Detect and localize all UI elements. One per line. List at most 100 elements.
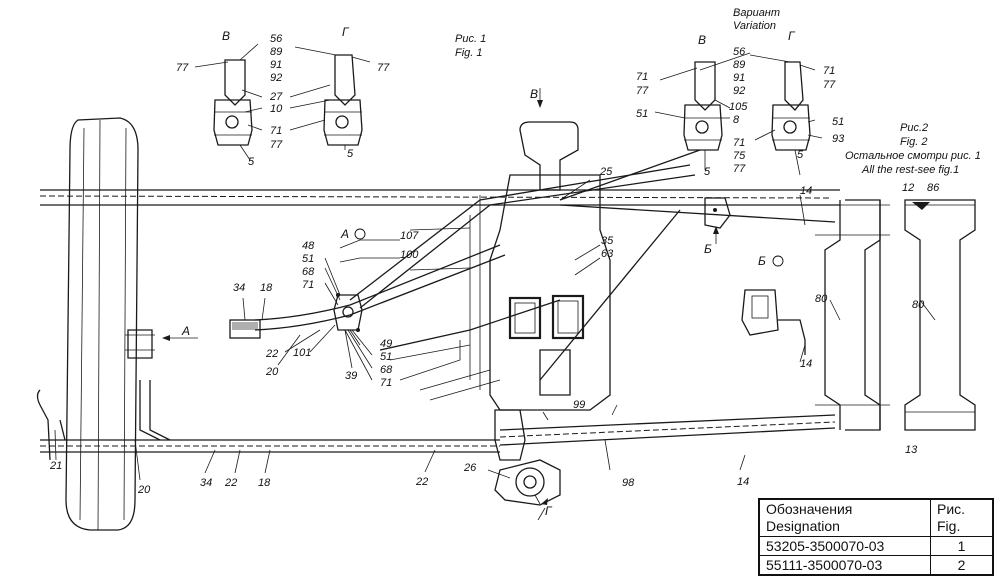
callout-93: 93 — [832, 133, 845, 145]
callout-68: 68 — [302, 266, 315, 278]
callout-34: 34 — [233, 282, 245, 294]
callout-107: 107 — [400, 230, 419, 242]
callout-20: 20 — [137, 484, 151, 496]
fig-cell: 2 — [930, 555, 993, 575]
fig2-caption-ru: Рис.2 — [900, 122, 928, 134]
callout-25: 25 — [599, 166, 613, 178]
brake-chamber-bottom — [494, 459, 561, 506]
callout-77: 77 — [636, 85, 649, 97]
callout-35: 35 — [601, 235, 614, 247]
view-b-arrow-label: Б — [704, 242, 712, 256]
callout-71: 71 — [302, 279, 314, 291]
view-arrows — [162, 88, 719, 521]
callout-77: 77 — [377, 62, 390, 74]
callout-92: 92 — [270, 72, 282, 84]
designation-cell: 55111-3500070-03 — [759, 555, 931, 575]
callout-56: 56 — [270, 33, 283, 45]
variant-caption-ru: Вариант — [733, 7, 780, 19]
cross-member-fig2 — [904, 199, 976, 431]
fig1-caption-ru: Рис. 1 — [455, 33, 486, 45]
valve-fig2 — [741, 289, 806, 355]
wheel — [65, 117, 139, 531]
fig-header: Рис. Fig. — [930, 499, 993, 537]
table-row: 55111-3500070-03 2 — [759, 555, 993, 575]
callout-51: 51 — [380, 351, 392, 363]
chamber-detail-v-left — [213, 59, 253, 146]
variant-caption-en: Variation — [733, 20, 776, 32]
callout-77: 77 — [733, 163, 746, 175]
fig-cell: 1 — [930, 536, 993, 556]
callout-51: 51 — [636, 108, 648, 120]
callout-48: 48 — [302, 240, 315, 252]
callout-12: 12 — [902, 182, 914, 194]
fig-header-ru: Рис. — [937, 501, 966, 517]
callout-77: 77 — [270, 139, 283, 151]
callout-63: 63 — [601, 248, 614, 260]
fig1-caption-en: Fig. 1 — [455, 47, 483, 59]
callout-22: 22 — [415, 476, 428, 488]
rest-note-en: All the rest-see fig.1 — [861, 164, 959, 176]
callout-18: 18 — [260, 282, 273, 294]
designation-table: Обозначения Designation Рис. Fig. 53205-… — [758, 498, 994, 576]
air-lines — [36, 149, 701, 461]
callout-86: 86 — [927, 182, 940, 194]
callout-89: 89 — [733, 59, 745, 71]
callout-10: 10 — [270, 103, 283, 115]
callout-99: 99 — [573, 399, 585, 411]
callout-51: 51 — [302, 253, 314, 265]
rear-connector — [125, 319, 261, 359]
callout-92: 92 — [733, 85, 745, 97]
cross-member-fig1 — [815, 200, 890, 430]
view-g-right: Г — [788, 29, 796, 43]
callout-22: 22 — [265, 348, 278, 360]
callout-14: 14 — [737, 476, 749, 488]
table-header-row: Обозначения Designation Рис. Fig. — [759, 499, 993, 537]
valve-b — [704, 197, 731, 229]
callout-26: 26 — [463, 462, 477, 474]
callout-51: 51 — [832, 116, 844, 128]
callout-77: 77 — [823, 79, 836, 91]
callout-98: 98 — [622, 477, 635, 489]
callout-56: 56 — [733, 46, 746, 58]
callout-27: 27 — [269, 91, 283, 103]
callout-21: 21 — [49, 460, 62, 472]
callout-71: 71 — [270, 125, 282, 137]
table-row: 53205-3500070-03 1 — [759, 536, 993, 556]
view-g-left: Г — [342, 25, 350, 39]
designation-header: Обозначения Designation — [759, 499, 931, 537]
callout-91: 91 — [733, 72, 745, 84]
callout-75: 75 — [733, 150, 746, 162]
view-v-arrow-label: В — [530, 87, 538, 101]
rest-note-ru: Остальное смотри рис. 1 — [845, 150, 981, 162]
callout-22: 22 — [224, 477, 237, 489]
callout-105: 105 — [729, 101, 748, 113]
view-b-circle-label: Б — [758, 254, 766, 268]
fig2-caption-en: Fig. 2 — [900, 136, 928, 148]
callout-80: 80 — [912, 299, 925, 311]
callout-68: 68 — [380, 364, 393, 376]
a-circle-icon — [354, 228, 366, 240]
callout-71: 71 — [733, 137, 745, 149]
callout-18: 18 — [258, 477, 271, 489]
designation-cell: 53205-3500070-03 — [759, 536, 931, 556]
callout-13: 13 — [905, 444, 918, 456]
callout-71: 71 — [380, 377, 392, 389]
view-g-arrow-label: Г — [545, 504, 553, 518]
callout-5: 5 — [347, 148, 354, 160]
chamber-detail-v-right — [683, 61, 723, 151]
callout-5: 5 — [704, 166, 711, 178]
callout-20: 20 — [265, 366, 279, 378]
callout-71: 71 — [823, 65, 835, 77]
callout-8: 8 — [733, 114, 740, 126]
callout-5: 5 — [797, 149, 804, 161]
designation-header-ru: Обозначения — [766, 501, 853, 517]
callout-14: 14 — [800, 185, 812, 197]
callout-91: 91 — [270, 59, 282, 71]
view-a-circle-label: А — [340, 227, 349, 241]
leader-lines — [54, 43, 936, 505]
callout-5: 5 — [248, 156, 255, 168]
chamber-detail-g-left — [323, 54, 363, 146]
view-v-left: В — [222, 29, 230, 43]
callout-100: 100 — [400, 249, 419, 261]
